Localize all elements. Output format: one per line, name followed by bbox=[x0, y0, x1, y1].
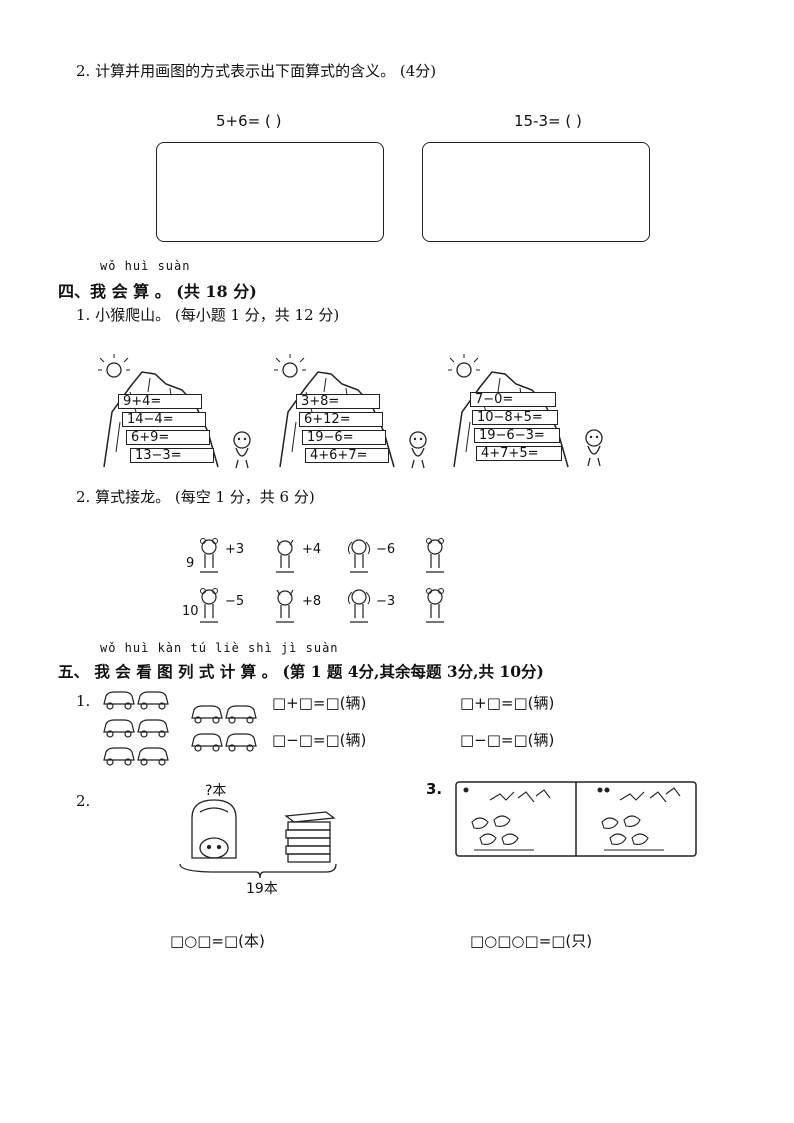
monkey-icon bbox=[233, 431, 251, 469]
drawing-box-left[interactable] bbox=[156, 142, 384, 242]
bear-icon bbox=[426, 538, 444, 573]
chain-operator: −5 bbox=[225, 594, 245, 609]
chain-operator: −6 bbox=[376, 542, 396, 557]
cars-equation[interactable]: □−□=□(辆) bbox=[460, 731, 555, 749]
mountain-step[interactable]: 10−8+5= bbox=[472, 410, 558, 425]
section-4-q2-title: 2. 算式接龙。 (每空 1 分，共 6 分) bbox=[76, 488, 315, 506]
cars-equation[interactable]: □+□=□(辆) bbox=[272, 694, 367, 712]
mountain-step[interactable]: 14−4= bbox=[122, 412, 206, 427]
cars-equation[interactable]: □+□=□(辆) bbox=[460, 694, 555, 712]
mountain-step[interactable]: 4+6+7= bbox=[305, 448, 389, 463]
geese-equation[interactable]: □○□○□=□(只) bbox=[470, 932, 593, 950]
monkey-icon bbox=[585, 429, 603, 467]
mountain-step[interactable]: 4+7+5= bbox=[476, 446, 562, 461]
mountain-step[interactable]: 6+12= bbox=[299, 412, 383, 427]
section-5-title: 五、 我 会 看 图 列 式 计 算 。 (第 1 题 4分,其余每题 3分,共… bbox=[58, 662, 544, 681]
chain-operator: −3 bbox=[376, 594, 396, 609]
chain-operator: +8 bbox=[302, 594, 322, 609]
bear-icon bbox=[426, 588, 444, 623]
question-2-title: 2. 计算并用画图的方式表示出下面算式的含义。 (4分) bbox=[76, 62, 437, 80]
mountain-step[interactable]: 9+4= bbox=[118, 394, 202, 409]
section-5-q3-number: 3. bbox=[426, 780, 443, 798]
cat-icon bbox=[276, 539, 294, 573]
dog-icon bbox=[347, 589, 371, 623]
section-5-q2-number: 2. bbox=[76, 792, 91, 810]
section-5-q1-number: 1. bbox=[76, 692, 91, 710]
equation-left: 5+6= ( ) bbox=[216, 112, 282, 130]
mountain-step[interactable]: 6+9= bbox=[126, 430, 210, 445]
chain-operator: +4 bbox=[302, 542, 322, 557]
chain-operator: +3 bbox=[225, 542, 245, 557]
mountain-step[interactable]: 13−3= bbox=[130, 448, 214, 463]
cars-picture-icon bbox=[103, 691, 257, 766]
section-4-title: 四、我 会 算 。 (共 18 分) bbox=[58, 282, 257, 301]
bear-icon bbox=[200, 588, 218, 623]
chain-start-number: 9 bbox=[186, 556, 195, 571]
unknown-books-label: ?本 bbox=[205, 783, 227, 799]
drawing-box-right[interactable] bbox=[422, 142, 650, 242]
dog-icon bbox=[347, 539, 371, 573]
mountain-step[interactable]: 3+8= bbox=[296, 394, 380, 409]
total-books-label: 19本 bbox=[246, 881, 278, 897]
cars-equation[interactable]: □−□=□(辆) bbox=[272, 731, 367, 749]
mountain-step[interactable]: 19−6−3= bbox=[474, 428, 560, 443]
bear-icon bbox=[200, 538, 218, 573]
geese-picture-icon bbox=[455, 781, 697, 857]
mountain-step[interactable]: 19−6= bbox=[302, 430, 386, 445]
books-equation[interactable]: □○□=□(本) bbox=[170, 932, 265, 950]
chain-start-number: 10 bbox=[182, 604, 199, 619]
cat-icon bbox=[276, 589, 294, 623]
section-4-q1-title: 1. 小猴爬山。 (每小题 1 分，共 12 分) bbox=[76, 306, 340, 324]
equation-right: 15-3= ( ) bbox=[514, 112, 582, 130]
monkey-icon bbox=[409, 431, 427, 469]
backpack-and-books-icon bbox=[179, 799, 337, 879]
section-4-pinyin: wǒ huì suàn bbox=[100, 259, 191, 273]
section-5-pinyin: wǒ huì kàn tú liè shì jì suàn bbox=[100, 641, 339, 655]
mountain-step[interactable]: 7−0= bbox=[470, 392, 556, 407]
